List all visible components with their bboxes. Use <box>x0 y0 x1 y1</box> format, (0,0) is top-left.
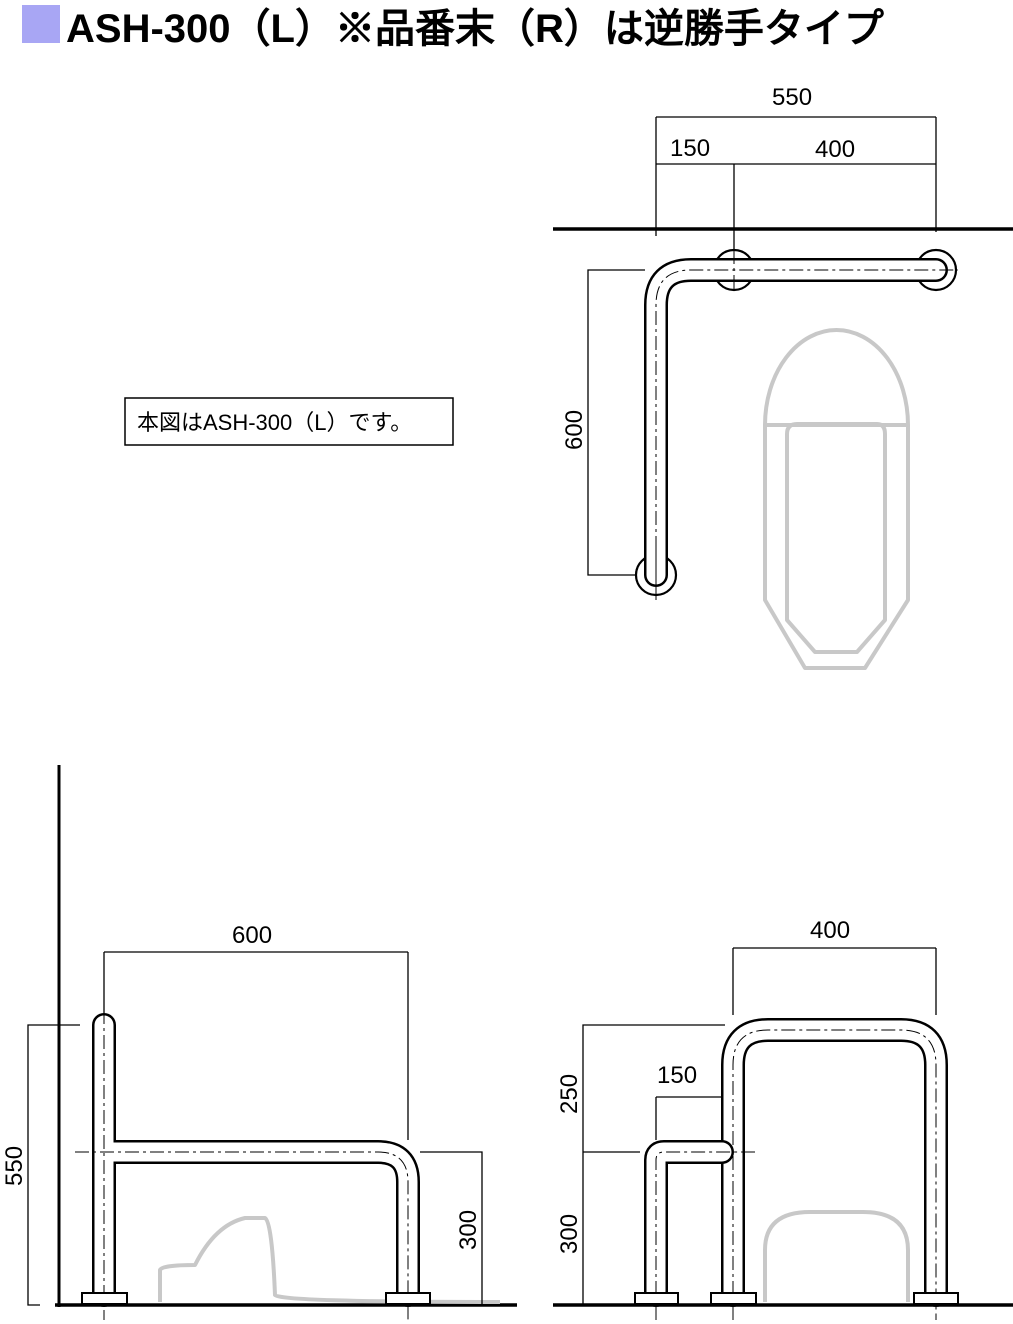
header-accent-square <box>22 5 60 43</box>
dim-400-width: 400 <box>810 917 850 944</box>
dim-550: 550 <box>772 84 812 111</box>
dim-250-upper: 250 <box>556 1074 583 1114</box>
page-title: ASH-300（L）※品番末（R）は逆勝手タイプ <box>66 7 884 51</box>
dim-550-height: 550 <box>1 1146 28 1186</box>
side-view: 600 550 300 <box>1 765 517 1320</box>
plan-view: 550 150 400 600 <box>553 84 1013 670</box>
note-text: 本図はASH-300（L）です。 <box>137 410 412 435</box>
dim-300-lower: 300 <box>556 1214 583 1254</box>
dim-150-offset: 150 <box>657 1062 697 1089</box>
dim-600-length: 600 <box>232 922 272 949</box>
dim-300-arm: 300 <box>455 1210 482 1250</box>
dim-150: 150 <box>670 135 710 162</box>
dim-600-depth: 600 <box>561 410 588 450</box>
front-view: 400 150 250 300 <box>553 917 1013 1320</box>
dim-400: 400 <box>815 136 855 163</box>
note-box: 本図はASH-300（L）です。 <box>124 397 454 446</box>
